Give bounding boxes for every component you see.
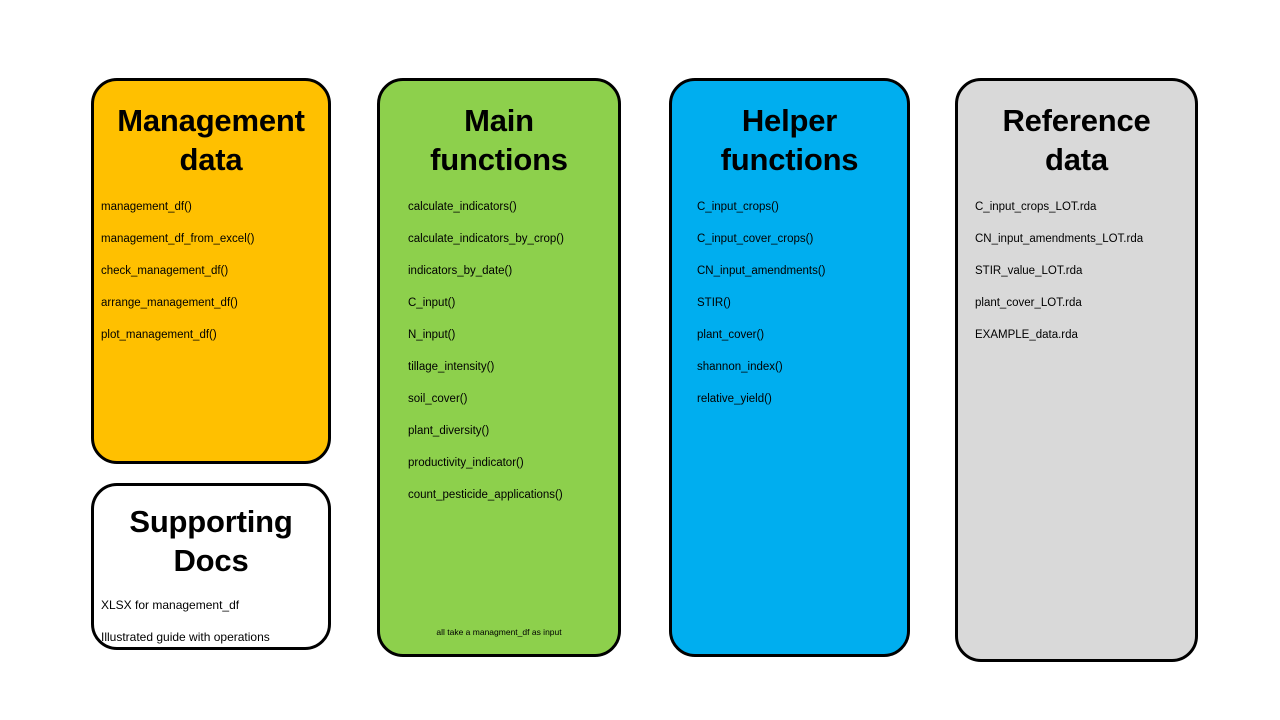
panel-supporting-docs[interactable]: Supporting Docs XLSX for management_df I… — [91, 483, 331, 650]
list-item: Illustrated guide with operations — [101, 630, 270, 644]
panel-helper-functions[interactable]: Helper functions C_input_crops() C_input… — [669, 78, 910, 657]
list-item: CN_input_amendments() — [697, 265, 826, 277]
list-item: plant_diversity() — [408, 425, 490, 437]
list-item: C_input_crops_LOT.rda — [975, 201, 1097, 213]
list-item: plant_cover_LOT.rda — [975, 297, 1082, 309]
panel-title-reference-data: Reference data — [1002, 103, 1151, 177]
panel-reference-data[interactable]: Reference data C_input_crops_LOT.rda CN_… — [955, 78, 1198, 662]
function-list-management-data: management_df() management_df_from_excel… — [94, 200, 328, 342]
list-item: C_input() — [408, 297, 456, 309]
list-item: N_input() — [408, 329, 456, 341]
function-list-helper-functions: C_input_crops() C_input_cover_crops() CN… — [672, 200, 907, 406]
list-item: calculate_indicators() — [408, 201, 517, 213]
document-list-supporting-docs: XLSX for management_df Illustrated guide… — [94, 598, 328, 644]
list-item: productivity_indicator() — [408, 457, 524, 469]
function-list-main-functions: calculate_indicators() calculate_indicat… — [380, 200, 618, 502]
panel-title-supporting-docs: Supporting Docs — [129, 504, 293, 578]
list-item: plot_management_df() — [101, 329, 217, 341]
list-item: arrange_management_df() — [101, 297, 238, 309]
panel-title-main-functions: Main functions — [430, 103, 568, 177]
list-item: tillage_intensity() — [408, 361, 495, 373]
list-item: shannon_index() — [697, 361, 783, 373]
list-item: management_df() — [101, 201, 192, 213]
list-item: count_pesticide_applications() — [408, 489, 563, 501]
list-item: C_input_crops() — [697, 201, 779, 213]
list-item: indicators_by_date() — [408, 265, 513, 277]
panel-main-functions[interactable]: Main functions calculate_indicators() ca… — [377, 78, 621, 657]
list-item: EXAMPLE_data.rda — [975, 329, 1078, 341]
list-item: STIR_value_LOT.rda — [975, 265, 1083, 277]
panel-title-management-data: Management data — [117, 103, 305, 177]
dataset-list-reference-data: C_input_crops_LOT.rda CN_input_amendment… — [958, 200, 1195, 342]
list-item: plant_cover() — [697, 329, 765, 341]
list-item: XLSX for management_df — [101, 598, 240, 612]
panel-footnote-main-functions: all take a managment_df as input — [436, 627, 562, 637]
list-item: relative_yield() — [697, 393, 772, 405]
list-item: soil_cover() — [408, 393, 468, 405]
panel-management-data[interactable]: Management data management_df() manageme… — [91, 78, 331, 464]
list-item: C_input_cover_crops() — [697, 233, 814, 245]
list-item: calculate_indicators_by_crop() — [408, 233, 564, 245]
panel-title-helper-functions: Helper functions — [720, 103, 859, 177]
list-item: CN_input_amendments_LOT.rda — [975, 233, 1144, 245]
list-item: STIR() — [697, 297, 731, 309]
list-item: management_df_from_excel() — [101, 233, 255, 245]
list-item: check_management_df() — [101, 265, 229, 277]
